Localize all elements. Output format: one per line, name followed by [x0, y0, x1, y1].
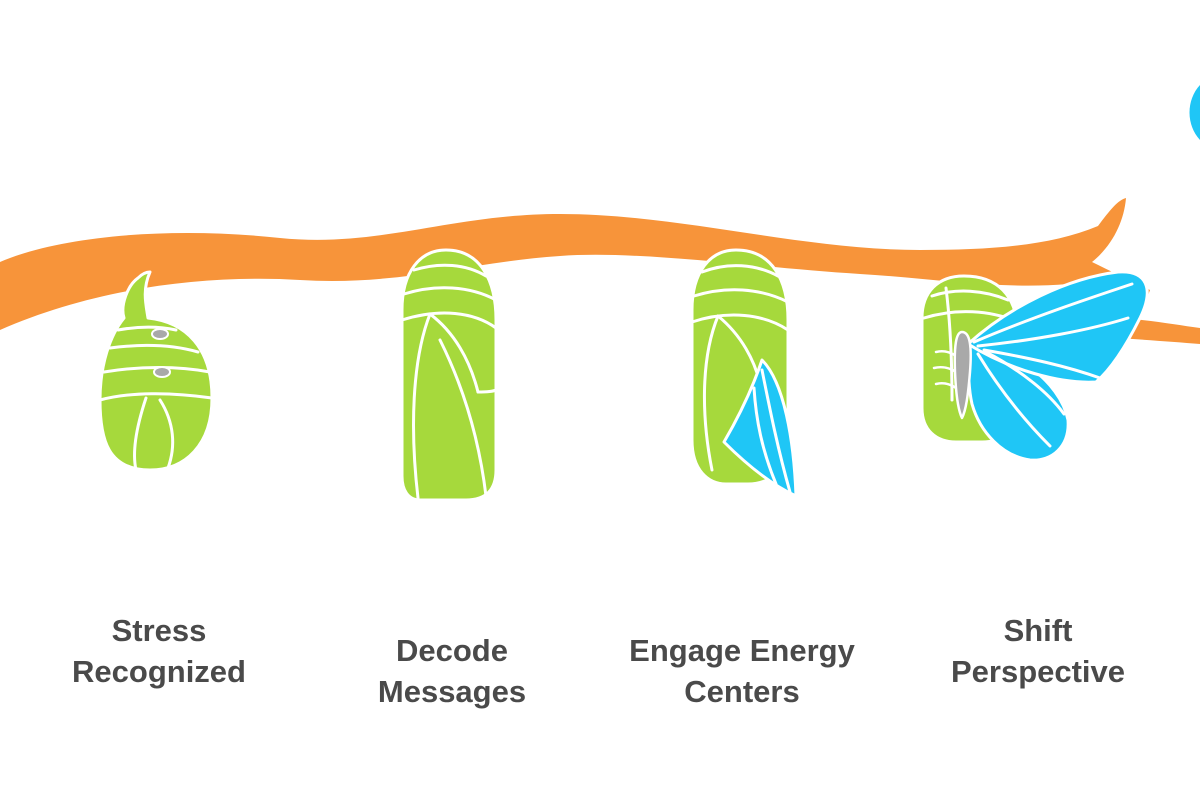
branch-shape — [0, 198, 1150, 330]
chrysalis-segment-line — [132, 396, 148, 472]
label-line: Messages — [377, 674, 527, 709]
chrysalis-segment-line — [700, 264, 780, 278]
chrysalis-segment-line — [944, 286, 954, 402]
butterfly-body — [953, 330, 972, 420]
chrysalis-shape — [400, 248, 498, 502]
chrysalis-icon — [400, 248, 498, 502]
stage-label-stress-recognized: Stress Recognized — [29, 610, 289, 692]
wing-vein — [760, 368, 792, 494]
chrysalis-segment-line — [402, 286, 498, 302]
chrysalis-segment-line — [116, 325, 178, 332]
label-line: Shift — [1003, 613, 1073, 648]
spiracle-dot — [151, 328, 169, 340]
chrysalis-segment-line — [158, 398, 175, 470]
chrysalis-with-wing-icon — [690, 248, 798, 498]
stage-label-decode-messages: Decode Messages — [322, 630, 582, 712]
branch — [0, 85, 1200, 344]
stage-label-shift-perspective: Shift Perspective — [908, 610, 1168, 692]
branch-twig — [1118, 318, 1200, 344]
wing-vein — [972, 282, 1134, 344]
chrysalis-segment-line — [412, 312, 432, 500]
chrysalis-segment-line — [428, 312, 480, 394]
chrysalis-segment-line — [98, 392, 214, 402]
leaf-edge — [1189, 85, 1200, 140]
wing-vein — [976, 316, 1130, 348]
chrysalis-segment-line — [702, 314, 720, 472]
chrysalis-segment-line — [412, 263, 488, 278]
chrysalis-segment-line — [476, 388, 498, 394]
leg-line — [934, 381, 958, 390]
spiracle-dot — [153, 366, 171, 378]
label-line: Recognized — [72, 654, 246, 689]
stage-label-engage-energy-centers: Engage Energy Centers — [612, 630, 872, 712]
wing-vein — [984, 350, 1066, 416]
wing-vein — [976, 352, 1052, 448]
chrysalis-segment-line — [692, 288, 790, 304]
wing-vein — [752, 386, 778, 486]
label-line: Stress — [111, 613, 207, 648]
chrysalis-segment-line — [930, 289, 1010, 302]
chrysalis-segment-line — [690, 313, 790, 332]
wing-vein — [982, 348, 1102, 380]
label-line: Perspective — [950, 654, 1126, 689]
chrysalis-segment-line — [108, 343, 200, 354]
label-line: Centers — [684, 674, 800, 709]
budding-chrysalis-icon — [98, 270, 214, 472]
emerging-butterfly-icon — [920, 270, 1149, 462]
label-line: Decode — [396, 633, 508, 668]
chrysalis-segment-line — [438, 338, 488, 498]
chrysalis-segment-line — [400, 311, 498, 330]
label-line: Engage Energy — [629, 633, 855, 668]
